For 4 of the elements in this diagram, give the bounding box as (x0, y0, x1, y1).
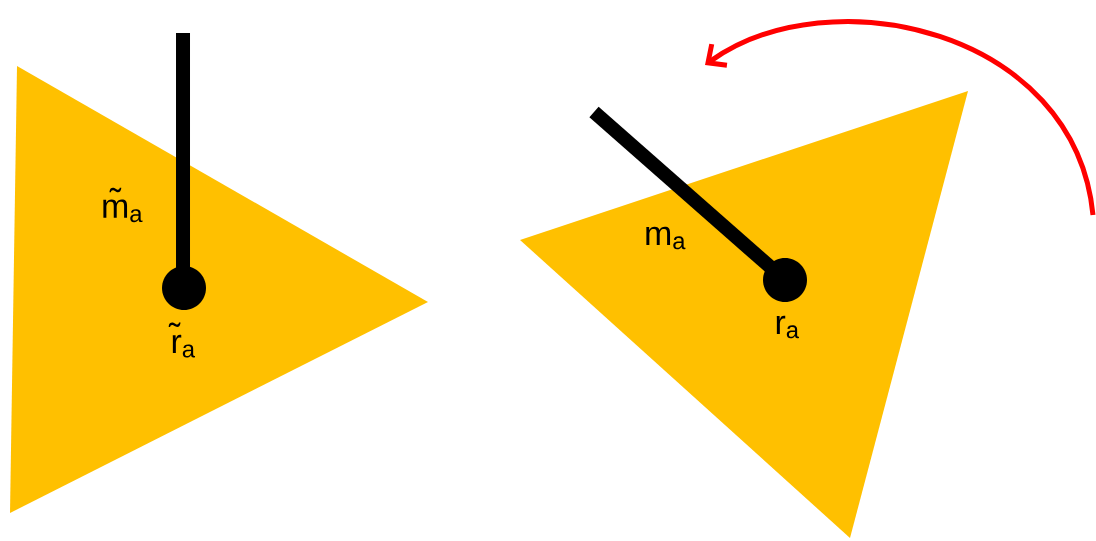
variable-label: m$_{a}$ (646, 226, 686, 250)
variable-label: r̃$_{a}$ (168, 322, 195, 358)
variable-label: m̃$_{a}$ (103, 187, 143, 223)
variable-label: r$_{a}$ (776, 315, 799, 339)
